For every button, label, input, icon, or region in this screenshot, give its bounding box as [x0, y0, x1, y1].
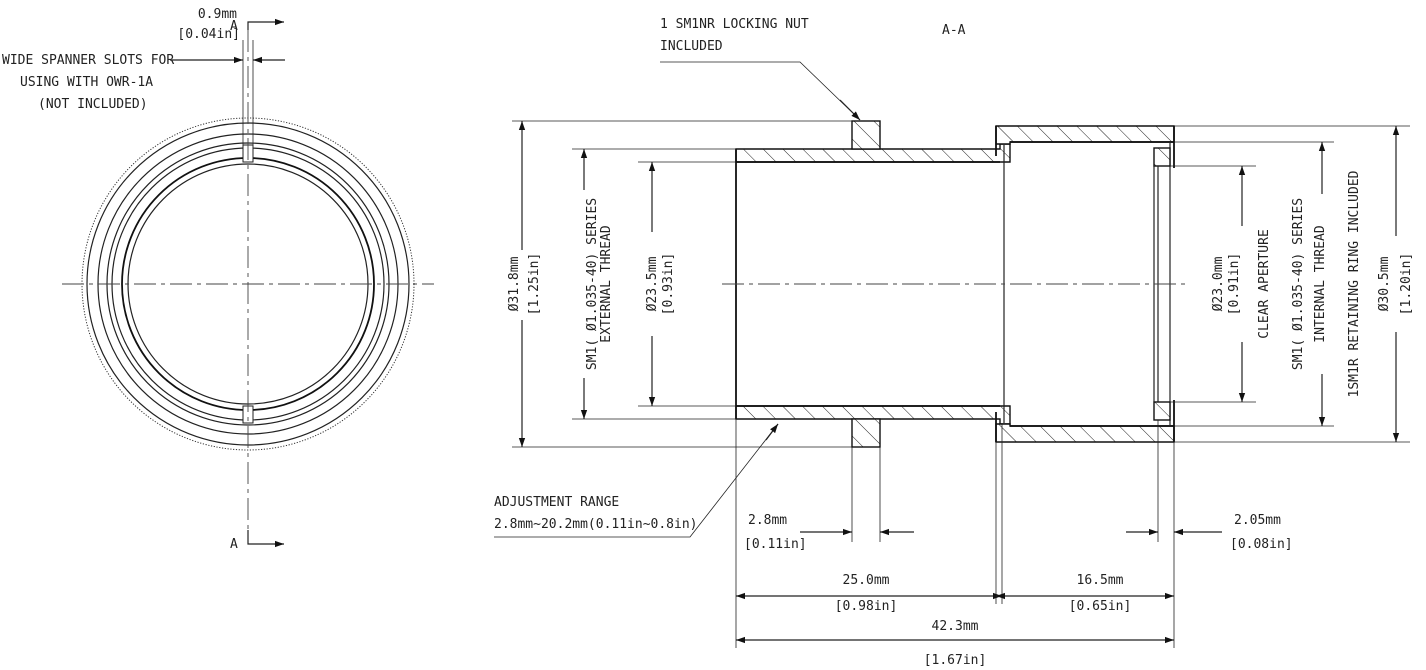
tube-len-mm: 25.0mm — [843, 573, 890, 588]
nut-w-mm: 2.8mm — [748, 513, 787, 528]
section-view: A-A 1 SM1NR LOCKING NUT INCLUDED — [494, 17, 1414, 668]
total-len-mm: 42.3mm — [932, 619, 979, 634]
tube-len-in: [0.98in] — [835, 599, 898, 614]
nut-leader-arrow — [839, 99, 861, 121]
locking-nut-top — [851, 120, 881, 150]
total-len-in: [1.67in] — [924, 653, 987, 668]
right-dia-mm: Ø30.5mm — [1377, 256, 1392, 311]
retaining-ring-bottom — [1153, 401, 1171, 421]
slot-note-2: USING WITH OWR-1A — [20, 75, 153, 90]
nut-note-1: 1 SM1NR LOCKING NUT — [660, 17, 809, 32]
slot-note-1: WIDE SPANNER SLOTS FOR — [2, 53, 174, 68]
slot-note-3: (NOT INCLUDED) — [38, 97, 148, 112]
slot-dim-mm: 0.9mm — [198, 7, 237, 22]
int-thread-label-2: INTERNAL THREAD — [1313, 225, 1328, 343]
ext-thread-label-2: EXTERNAL THREAD — [599, 225, 614, 343]
section-title: A-A — [942, 23, 966, 38]
adjust-leader — [494, 423, 779, 538]
ring-w-mm: 2.05mm — [1234, 513, 1281, 528]
outer-dia-in: [1.25in] — [527, 253, 542, 316]
nut-note-2: INCLUDED — [660, 39, 723, 54]
aperture-label: CLEAR APERTURE — [1257, 229, 1272, 339]
inner-dia-in: [0.93in] — [661, 253, 676, 316]
section-label-bottom: A — [230, 537, 238, 552]
outer-dia-mm: Ø31.8mm — [507, 256, 522, 311]
section-marker-bottom — [247, 530, 266, 545]
int-thread-label-3: 1SM1R RETAINING RING INCLUDED — [1347, 170, 1362, 397]
aperture-mm: Ø23.0mm — [1211, 256, 1226, 311]
right-dia-in: [1.20in] — [1399, 253, 1414, 316]
ring-w-in: [0.08in] — [1230, 537, 1293, 552]
adjust-note-2: 2.8mm~20.2mm(0.11in~0.8in) — [494, 517, 698, 532]
adjust-leader-arrow — [765, 423, 779, 441]
section-marker-top — [247, 21, 266, 30]
section-label-top: A — [230, 19, 238, 34]
aperture-in: [0.91in] — [1227, 253, 1242, 316]
nut-w-in: [0.11in] — [744, 537, 807, 552]
end-view: A A 0.9mm [0.04in] WIDE SPANNER SLOTS FO… — [2, 7, 434, 552]
int-thread-label-1: SM1( Ø1.035-40) SERIES — [1291, 198, 1306, 370]
housing-len-mm: 16.5mm — [1077, 573, 1124, 588]
retaining-ring-top — [1153, 147, 1171, 167]
housing-len-in: [0.65in] — [1069, 599, 1132, 614]
locking-nut-bottom — [851, 418, 881, 448]
nut-leader — [660, 61, 859, 119]
adjust-note-1: ADJUSTMENT RANGE — [494, 495, 619, 510]
inner-dia-mm: Ø23.5mm — [645, 256, 660, 311]
slot-dim-in: [0.04in] — [177, 27, 240, 42]
ext-thread-label-1: SM1( Ø1.035-40) SERIES — [585, 198, 600, 370]
